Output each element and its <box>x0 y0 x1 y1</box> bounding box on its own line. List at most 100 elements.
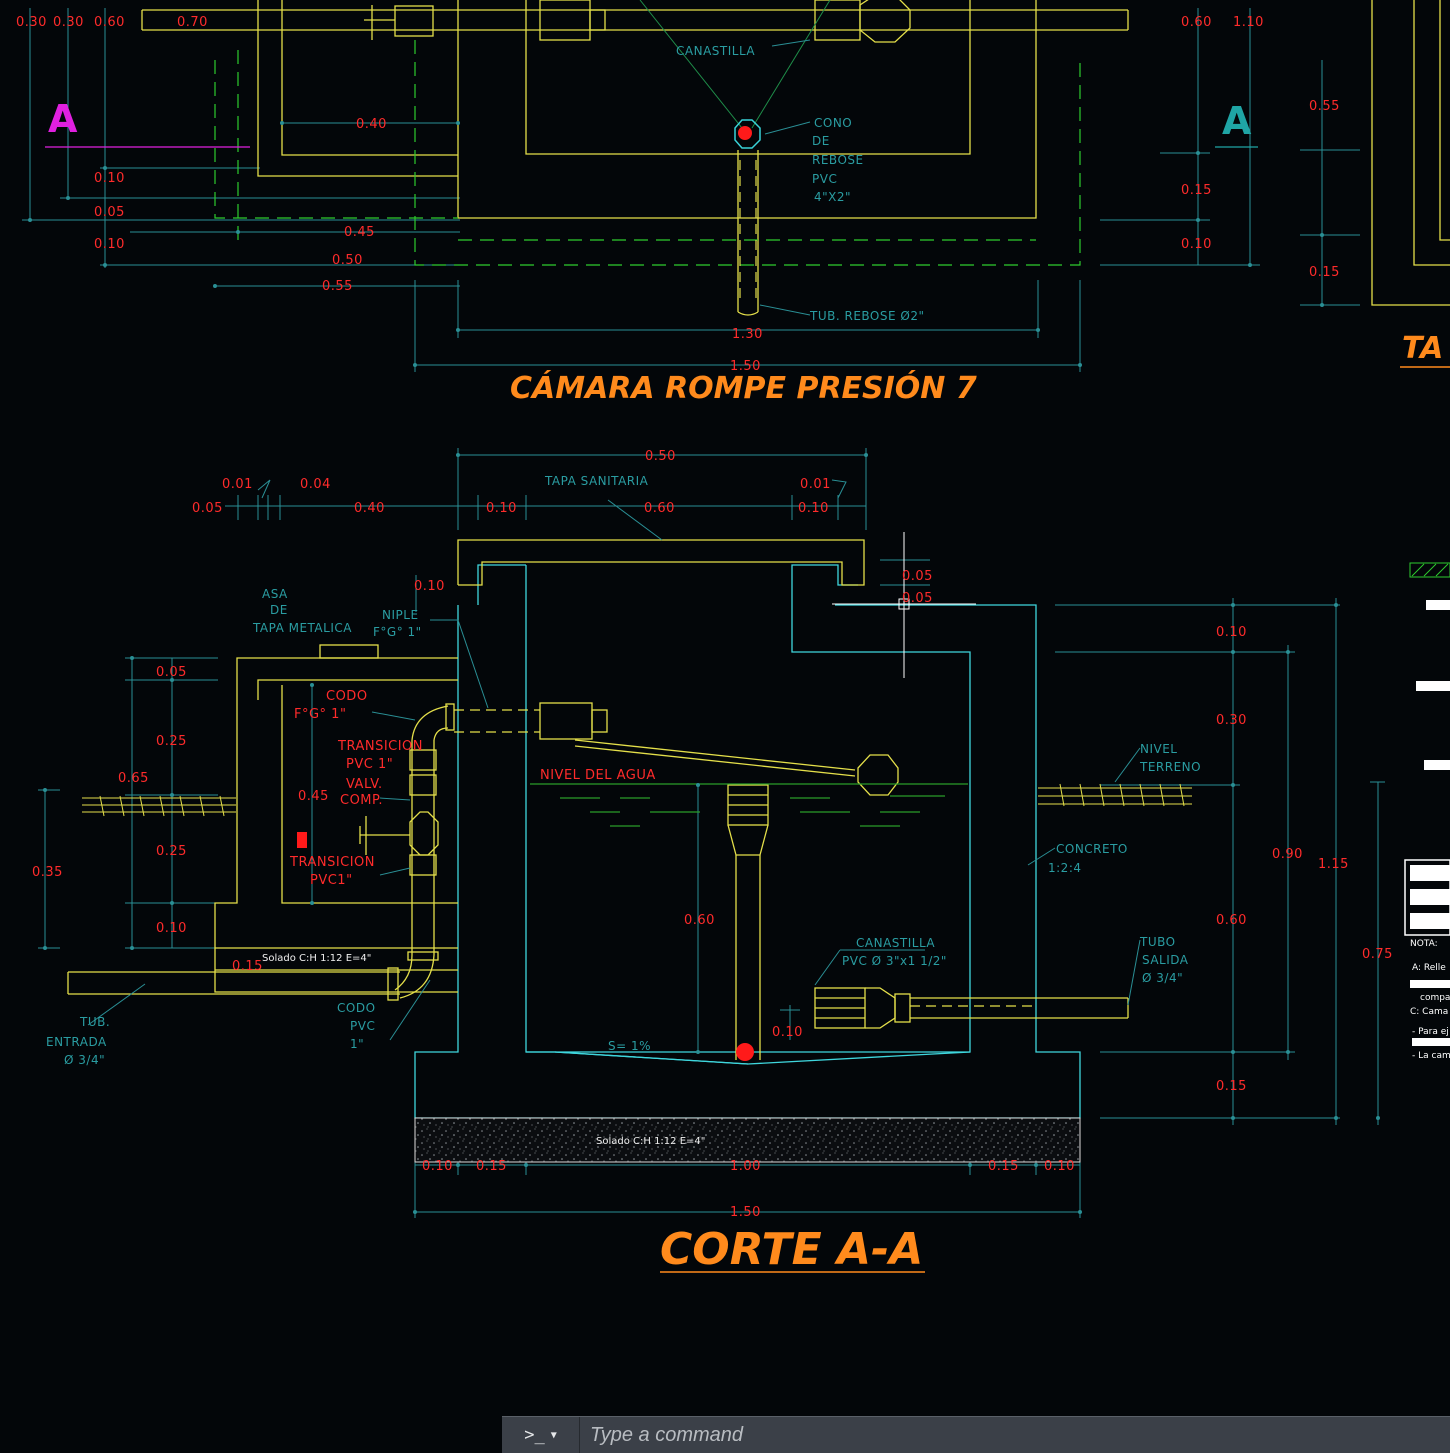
section-dim-label: 0.40 <box>354 501 385 516</box>
section-dim-label: 0.45 <box>298 789 329 804</box>
label-codo-fg: CODO <box>326 689 368 704</box>
section-dim-label: 0.05 <box>192 501 223 516</box>
section-dim-label: 1.00 <box>730 1159 761 1174</box>
plan-dim-label: 0.55 <box>1309 99 1340 114</box>
section-dim-label: 1.50 <box>730 1205 761 1220</box>
notes-line: - Para ej <box>1412 1027 1449 1037</box>
section-dim-label: 0.25 <box>156 734 187 749</box>
section-dim-label: 0.15 <box>1216 1079 1247 1094</box>
section-dim-label: 0.10 <box>772 1025 803 1040</box>
label-solado-lower: Solado C:H 1:12 E=4" <box>596 1136 705 1147</box>
label-nivel-agua: NIVEL DEL AGUA <box>540 768 656 783</box>
solado-foundation <box>414 1117 1081 1163</box>
section-dim-label: 0.05 <box>902 569 933 584</box>
label-tubo-salida: Ø 3/4" <box>1142 971 1183 985</box>
plan-label-cono: 4"X2" <box>814 190 851 204</box>
plan-title: CÁMARA ROMPE PRESIÓN 7 <box>510 369 977 406</box>
notes-line: compa <box>1420 993 1450 1003</box>
plan-dim-label: 0.70 <box>177 15 208 30</box>
section-dim-label: 0.10 <box>156 921 187 936</box>
command-input[interactable] <box>580 1417 1450 1453</box>
label-canastilla: PVC Ø 3"x1 1/2" <box>842 954 947 968</box>
label-solado-upper: Solado C:H 1:12 E=4" <box>262 953 371 964</box>
label-niple: NIPLE <box>382 608 419 622</box>
plan-label-cono: CONO <box>814 116 852 130</box>
section-dim-label: 0.01 <box>800 477 831 492</box>
label-niple: F°G° 1" <box>373 625 422 639</box>
label-tapa-sanitaria: TAPA SANITARIA <box>544 474 649 488</box>
label-codo-pvc: PVC <box>350 1019 375 1033</box>
plan-label-cono: REBOSE <box>812 153 864 167</box>
label-canastilla: CANASTILLA <box>856 936 935 950</box>
chevron-down-icon: ▼ <box>550 1429 557 1441</box>
label-codo-fg: F°G° 1" <box>294 707 346 722</box>
section-dim-label: 0.60 <box>644 501 675 516</box>
drain-marker <box>736 1043 754 1061</box>
section-dim-label: 0.10 <box>1216 625 1247 640</box>
command-history-button[interactable]: >_ ▼ <box>502 1417 580 1453</box>
plan-dim-label: 0.10 <box>94 171 125 186</box>
label-concreto: 1:2:4 <box>1048 861 1082 875</box>
section-dim-label: 0.50 <box>645 449 676 464</box>
plan-dim-label: 0.50 <box>332 253 363 268</box>
section-dim-label: 0.10 <box>798 501 829 516</box>
section-dim-label: 1.15 <box>1318 857 1349 872</box>
plan-dim-label: 1.10 <box>1233 15 1264 30</box>
section-dim-label: 0.04 <box>300 477 331 492</box>
section-dim-label: 0.25 <box>156 844 187 859</box>
plan-label-rebose: TUB. REBOSE Ø2" <box>809 309 924 323</box>
section-dim-label: 0.75 <box>1362 947 1393 962</box>
plan-label-cono: PVC <box>812 172 837 186</box>
label-valv: VALV. <box>346 777 383 792</box>
label-tub-entrada: Ø 3/4" <box>64 1053 105 1067</box>
label-tub-entrada: ENTRADA <box>46 1035 107 1049</box>
plan-dim-label: 0.40 <box>356 117 387 132</box>
plan-dim-label: 0.60 <box>1181 15 1212 30</box>
plan-dim-label: 0.15 <box>1181 183 1212 198</box>
section-dim-label: 0.15 <box>476 1159 507 1174</box>
label-tubo-salida: SALIDA <box>1142 953 1189 967</box>
command-line-bar: >_ ▼ <box>502 1416 1450 1453</box>
notes-panel <box>1404 562 1450 1046</box>
plan-view <box>22 0 1450 372</box>
section-dim-label: 0.15 <box>232 959 263 974</box>
notes-line: C: Cama <box>1410 1007 1448 1017</box>
plan-dim-label: 0.10 <box>94 237 125 252</box>
label-slope: S= 1% <box>608 1039 651 1053</box>
label-asa: TAPA METALICA <box>252 621 352 635</box>
section-dim-label: 0.65 <box>118 771 149 786</box>
section-marker-right: A <box>1222 99 1252 143</box>
label-codo-pvc: 1" <box>350 1037 364 1051</box>
notes-line: - La cam <box>1412 1051 1450 1061</box>
notes-heading: NOTA: <box>1410 939 1438 949</box>
label-nivel-terreno: TERRENO <box>1139 760 1201 774</box>
section-dim-label: 0.35 <box>32 865 63 880</box>
section-dim-label: 0.10 <box>422 1159 453 1174</box>
section-dim-label: 0.15 <box>988 1159 1019 1174</box>
partial-title: TA <box>1402 331 1443 366</box>
notes-line: A: Relle <box>1412 963 1446 973</box>
plan-label-canastilla: CANASTILLA <box>676 44 755 58</box>
plan-dim-label: 0.55 <box>322 279 353 294</box>
valve-marker <box>297 832 307 848</box>
section-dim-label: 0.30 <box>1216 713 1247 728</box>
section-dim-label: 0.05 <box>156 665 187 680</box>
plan-label-cono: DE <box>812 134 830 148</box>
plan-dim-label: 0.30 <box>53 15 84 30</box>
section-dim-label: 0.90 <box>1272 847 1303 862</box>
label-transicion-1: PVC 1" <box>346 757 393 772</box>
label-transicion-2: TRANSICION <box>289 855 375 870</box>
label-asa: DE <box>270 603 288 617</box>
section-title: CORTE A-A <box>660 1224 923 1275</box>
plan-dim-label: 1.30 <box>732 327 763 342</box>
label-valv: COMP. <box>340 793 383 808</box>
section-dim-label: 0.60 <box>684 913 715 928</box>
label-codo-pvc: CODO <box>337 1001 376 1015</box>
plan-dim-label: 0.05 <box>94 205 125 220</box>
plan-dim-label: 0.10 <box>1181 237 1212 252</box>
section-dim-label: 0.60 <box>1216 913 1247 928</box>
plan-dim-label: 0.45 <box>344 225 375 240</box>
plan-dim-label: 0.60 <box>94 15 125 30</box>
section-dim-label: 0.10 <box>414 579 445 594</box>
